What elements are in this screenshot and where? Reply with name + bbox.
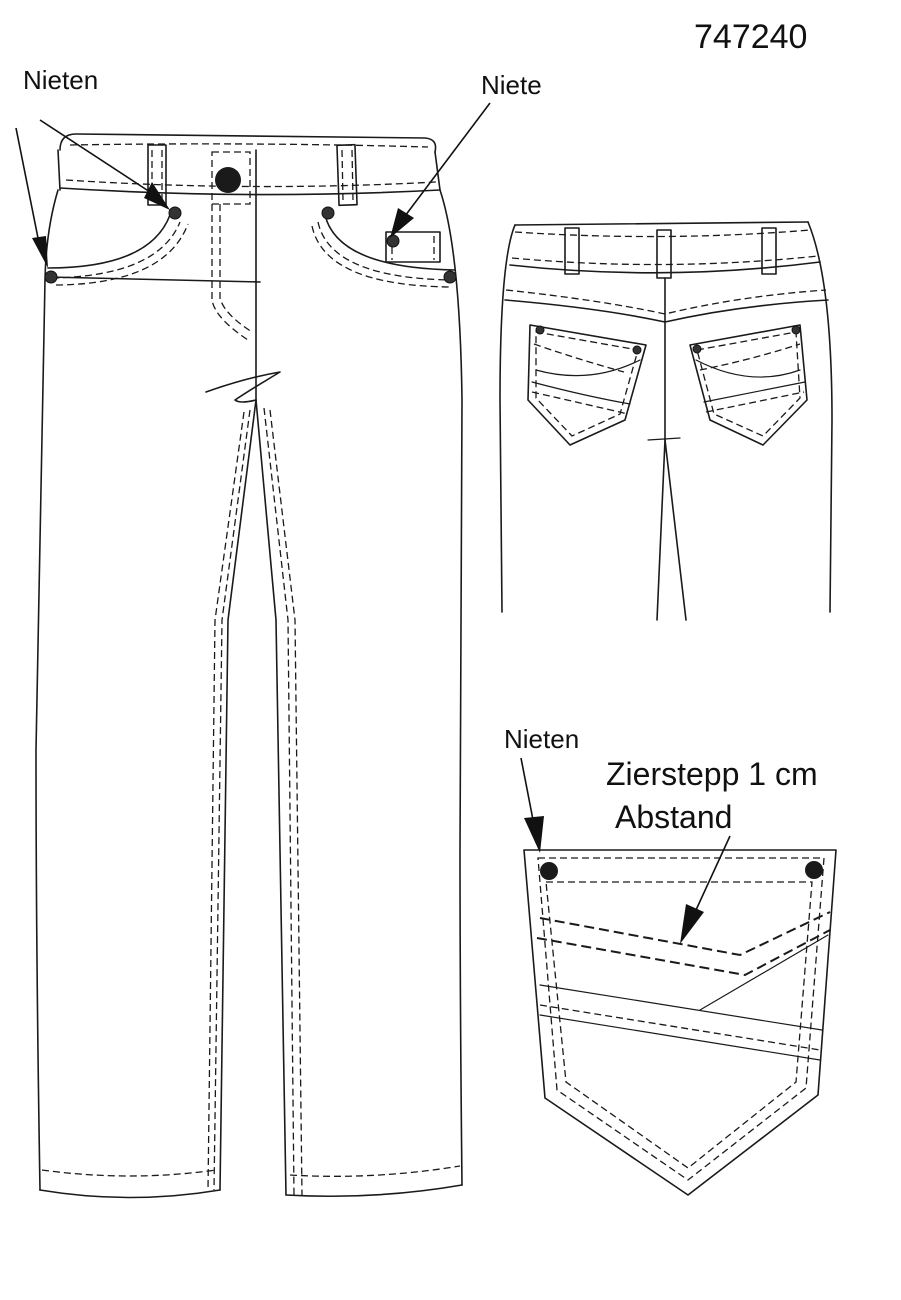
rivet-icon: [632, 345, 642, 355]
arrow-icon: [390, 208, 414, 238]
front-right-pocket: [311, 214, 456, 288]
rivet-icon: [791, 325, 801, 335]
label-niete: Niete: [481, 70, 542, 100]
rivet-icon: [168, 206, 182, 220]
rivet-icon: [321, 206, 335, 220]
rivet-icon: [443, 270, 457, 284]
arrow-icon: [680, 904, 704, 944]
pocket-detail: [523, 849, 837, 1196]
arrow-icon: [32, 236, 48, 268]
article-number: 747240: [694, 18, 807, 56]
front-button: [215, 167, 241, 193]
front-legs: [35, 189, 463, 1199]
callout-front-left-rivets: Nieten: [15, 65, 170, 268]
front-waistband: [57, 133, 441, 196]
back-view: [499, 221, 833, 621]
rivet-icon: [386, 234, 400, 248]
label-abstand: Abstand: [615, 799, 732, 835]
front-fly: [205, 149, 281, 403]
rivet-icon: [692, 344, 702, 354]
callout-topstitch: Zierstepp 1 cm Abstand: [606, 756, 818, 944]
rivet-icon: [535, 325, 545, 335]
callout-front-right-rivet: Niete: [390, 70, 542, 238]
callout-pocket-rivets: Nieten: [504, 724, 579, 853]
front-belt-loops: [147, 143, 358, 207]
arrow-icon: [144, 182, 170, 210]
label-zierstepp: Zierstepp 1 cm: [606, 756, 818, 792]
front-left-pocket: [47, 214, 261, 286]
rivet-icon: [44, 270, 58, 284]
rivet-icon: [805, 861, 823, 879]
rivet-icon: [540, 862, 558, 880]
arrow-icon: [524, 816, 544, 853]
label-nieten-front: Nieten: [23, 65, 98, 95]
label-nieten-pocket: Nieten: [504, 724, 579, 754]
front-view: [35, 133, 463, 1199]
